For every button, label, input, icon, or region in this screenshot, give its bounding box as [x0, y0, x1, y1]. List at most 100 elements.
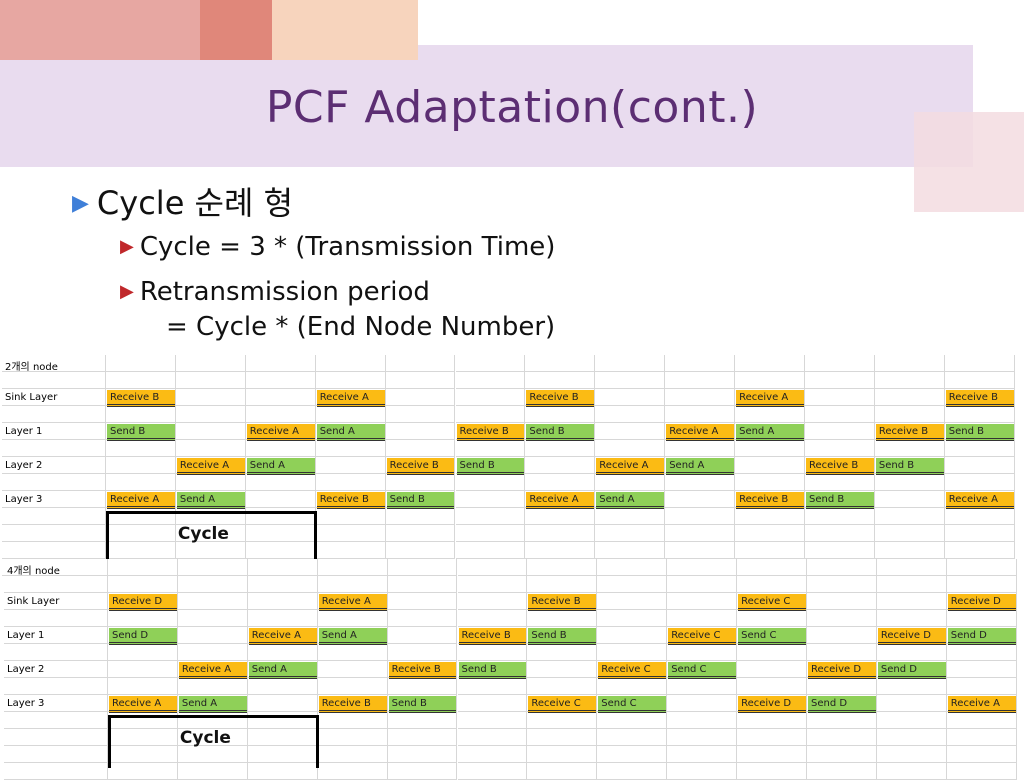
grid-cell: [595, 423, 666, 440]
grid-cell: [4, 593, 108, 610]
grid-cell: [457, 644, 528, 661]
grid-cell: [737, 746, 807, 763]
grid-cell: [946, 661, 1017, 678]
grid-cell: [4, 576, 108, 593]
grid-cell: [665, 542, 736, 559]
receive-slot: Receive B: [386, 458, 455, 475]
grid-cell: [946, 644, 1017, 661]
grid-cell: [455, 372, 526, 389]
grid-cell: [667, 712, 738, 729]
grid-cell: [108, 644, 178, 661]
grid-cell: [387, 576, 458, 593]
grid-cell: [247, 593, 318, 610]
grid-cell: [946, 729, 1017, 746]
cycle-bracket-top: [106, 511, 316, 514]
grid-cell: [805, 355, 875, 372]
grid-cell: [805, 423, 875, 440]
grid-cell: [737, 644, 807, 661]
grid-cell: [527, 559, 598, 576]
grid-cell: [735, 508, 805, 525]
receive-slot: Receive A: [176, 458, 245, 475]
grid-cell: [247, 729, 318, 746]
grid-cell: [108, 576, 178, 593]
grid-cell: [874, 542, 945, 559]
receive-slot: Receive B: [107, 390, 175, 407]
send-slot: Send B: [456, 458, 525, 475]
receive-slot: Receive A: [109, 696, 177, 713]
grid-cell: [4, 559, 108, 576]
bullet-sub-1: ▶Cycle = 3 * (Transmission Time): [120, 232, 555, 262]
grid-cell: [944, 525, 1015, 542]
grid-cell: [385, 525, 456, 542]
grid-cell: [177, 712, 248, 729]
grid-cell: [175, 406, 246, 423]
grid-cell: [735, 372, 805, 389]
receive-slot: Receive B: [528, 594, 597, 611]
grid-cell: [876, 763, 947, 780]
cycle-label: Cycle: [177, 524, 229, 544]
send-slot: Send B: [388, 696, 457, 713]
grid-cell: [2, 474, 106, 491]
send-slot: Send C: [668, 662, 737, 679]
receive-slot: Receive D: [808, 662, 876, 679]
grid-cell: [317, 559, 388, 576]
receive-slot: Receive B: [318, 696, 387, 713]
send-slot: Send D: [109, 628, 177, 645]
grid-cell: [245, 474, 316, 491]
decor-block: [914, 112, 1024, 212]
grid-cell: [807, 559, 877, 576]
grid-cell: [737, 576, 807, 593]
grid-cell: [525, 474, 596, 491]
grid-cell: [2, 542, 106, 559]
decor-block: [200, 0, 272, 60]
grid-cell: [4, 746, 108, 763]
grid-cell: [737, 763, 807, 780]
grid-cell: [874, 389, 945, 406]
grid-cell: [805, 525, 875, 542]
grid-cell: [247, 559, 318, 576]
grid-cell: [4, 661, 108, 678]
grid-cell: [944, 355, 1015, 372]
sheet-header: 2개의 node: [5, 362, 58, 373]
send-slot: Send A: [248, 662, 317, 679]
grid-cell: [527, 729, 598, 746]
grid-cell: [876, 610, 947, 627]
grid-cell: [106, 440, 176, 457]
grid-cell: [946, 763, 1017, 780]
grid-cell: [106, 542, 176, 559]
grid-cell: [177, 729, 248, 746]
grid-cell: [387, 678, 458, 695]
grid-cell: [108, 763, 178, 780]
grid-cell: [177, 746, 248, 763]
grid-cell: [385, 474, 456, 491]
grid-cell: [106, 508, 176, 525]
grid-cell: [385, 389, 456, 406]
grid-cell: [525, 508, 596, 525]
grid-cell: [946, 610, 1017, 627]
bullet-main: ▶Cycle 순례 형: [72, 178, 293, 224]
grid-cell: [735, 406, 805, 423]
grid-cell: [807, 627, 877, 644]
grid-cell: [387, 610, 458, 627]
sheet-header: 4개의 node: [7, 566, 60, 577]
grid-cell: [245, 542, 316, 559]
receive-slot: Receive B: [316, 492, 385, 509]
receive-slot: Receive A: [666, 424, 735, 441]
grid-cell: [4, 712, 108, 729]
grid-cell: [4, 678, 108, 695]
grid-cell: [106, 525, 176, 542]
cycle-label: Cycle: [179, 728, 231, 748]
grid-cell: [457, 559, 528, 576]
row-label: Layer 2: [5, 460, 43, 471]
grid-cell: [457, 712, 528, 729]
grid-cell: [944, 474, 1015, 491]
grid-cell: [177, 593, 248, 610]
send-slot: Send B: [528, 628, 597, 645]
receive-slot: Receive A: [316, 390, 385, 407]
grid-cell: [317, 729, 388, 746]
row-label: Layer 3: [5, 494, 43, 505]
grid-cell: [385, 372, 456, 389]
slide-title: PCF Adaptation(cont.): [265, 82, 759, 133]
grid-cell: [595, 389, 666, 406]
